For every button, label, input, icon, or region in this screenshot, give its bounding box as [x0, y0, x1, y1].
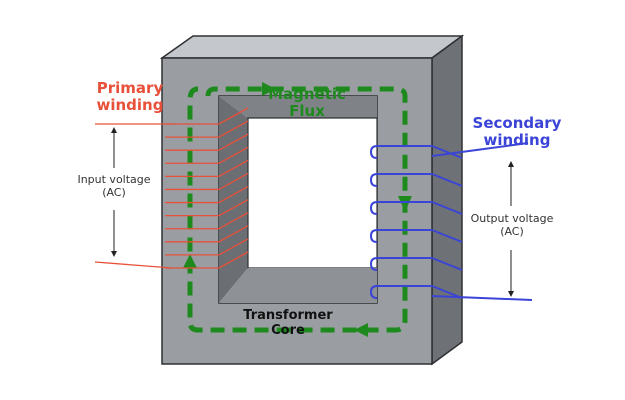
secondary-turn-side [431, 145, 463, 159]
flux-arrow-left [183, 254, 197, 268]
flux-path [183, 82, 412, 337]
secondary-turn-bend [369, 229, 378, 243]
secondary-winding-label: Secondary winding [472, 114, 562, 150]
primary-winding-label: Primary winding [96, 79, 164, 115]
core-side-face [431, 34, 463, 366]
primary-turn-diagonal [218, 133, 249, 151]
secondary-turn-bend [369, 257, 378, 271]
flux-loop [187, 86, 408, 333]
core-top-face [159, 35, 465, 59]
secondary-turn-side [431, 257, 463, 271]
secondary-turn-side [431, 173, 463, 187]
transformer-core [159, 34, 465, 366]
input-voltage-label: Input voltage (AC) [77, 173, 151, 199]
transformer-core-label: Transformer Core [243, 308, 333, 338]
primary-turn-diagonal [218, 107, 249, 125]
primary-turn-diagonal [218, 146, 249, 164]
primary-winding-coil [94, 107, 249, 269]
primary-turn-diagonal [218, 199, 249, 217]
secondary-winding-coil [369, 142, 533, 301]
primary-turn-diagonal [218, 159, 249, 177]
primary-turn-diagonal [218, 172, 249, 191]
secondary-lead-bottom [431, 295, 533, 301]
secondary-turn-side [431, 229, 463, 243]
primary-turn-diagonal [218, 120, 249, 138]
window-inner-top [219, 96, 377, 118]
magnetic-flux-label: Magnetic Flux [268, 85, 346, 121]
flux-arrow-bottom [354, 323, 368, 337]
secondary-lead-top [431, 142, 529, 157]
secondary-turn-bend [369, 145, 378, 159]
flux-arrow-right [398, 196, 412, 212]
output-voltage-label: Output voltage (AC) [470, 212, 554, 238]
secondary-turn-side [431, 201, 463, 215]
window-inner-bottom [219, 268, 377, 303]
primary-turn-diagonal [218, 225, 249, 243]
secondary-turn-bend [369, 173, 378, 187]
primary-turn-diagonal [218, 185, 249, 204]
primary-lead-bottom [94, 261, 173, 269]
primary-turn-diagonal [218, 212, 249, 230]
primary-turn-diagonal [218, 251, 249, 269]
secondary-turn-bend [369, 201, 378, 215]
primary-turn-diagonal [218, 238, 249, 256]
secondary-turn-bend [369, 285, 378, 299]
flux-arrow-top [262, 82, 276, 96]
window-back [247, 117, 378, 269]
secondary-turn-side [431, 285, 463, 299]
